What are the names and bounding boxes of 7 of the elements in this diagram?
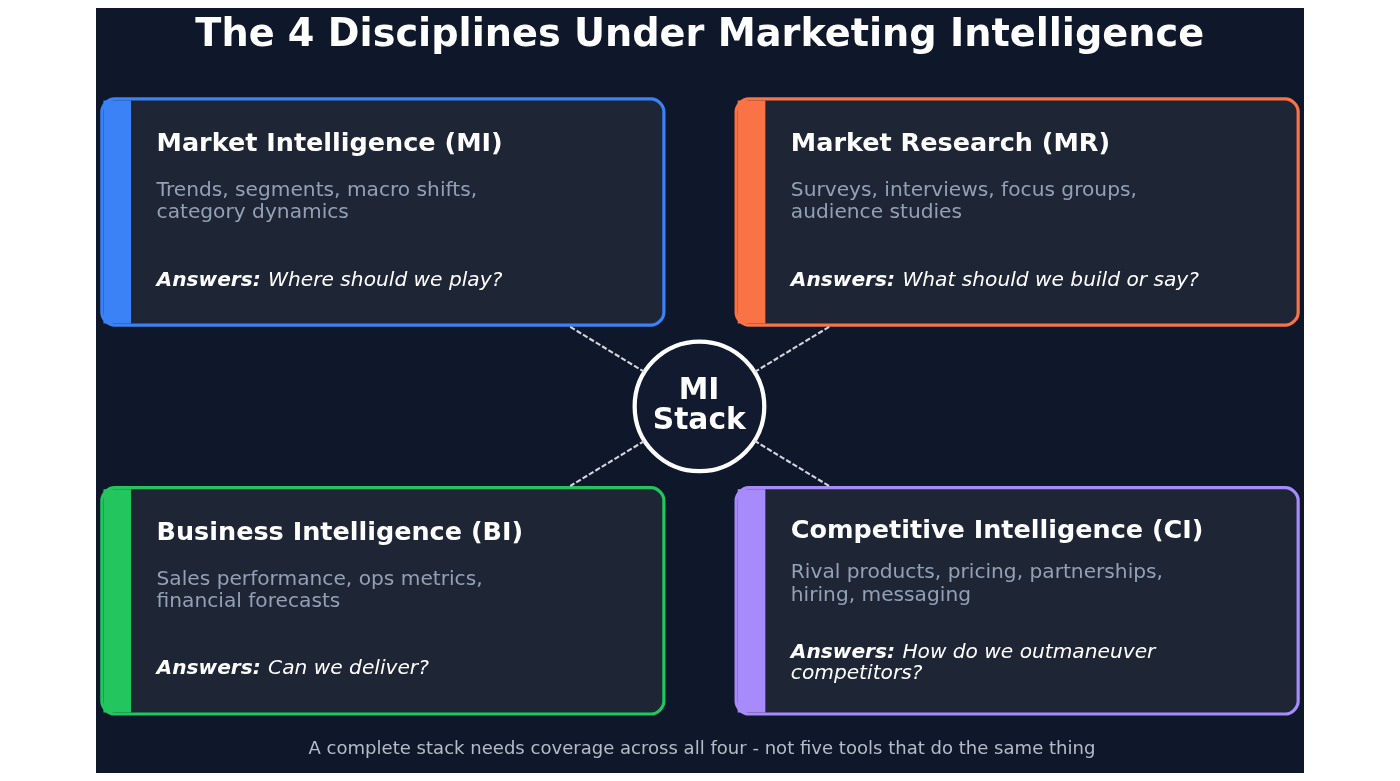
node-circle: MI Stack <box>632 339 767 474</box>
diagram-title: The 4 Disciplines Under Marketing Intelligence <box>195 11 1205 56</box>
connector <box>754 325 830 373</box>
connector <box>753 439 830 487</box>
connector <box>569 440 645 487</box>
caption: A complete stack needs coverage across all four - not five tools that do the same thing <box>308 736 1096 758</box>
connector <box>569 325 645 373</box>
